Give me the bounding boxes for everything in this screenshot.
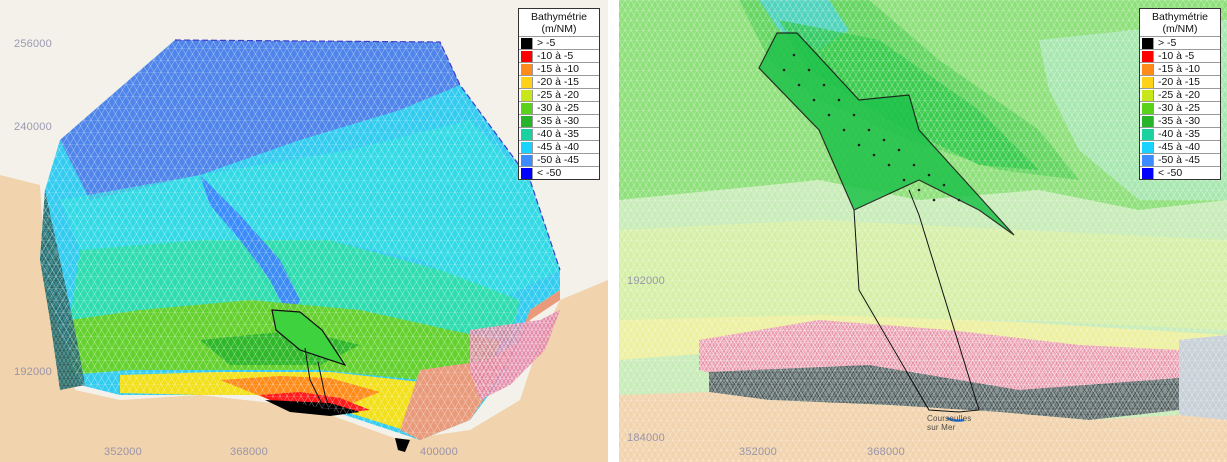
- legend-label: -10 à -5: [1158, 50, 1195, 62]
- legend-swatch: [521, 63, 533, 75]
- legend-swatch: [521, 89, 533, 101]
- legend-item: -30 à -25: [1140, 101, 1220, 114]
- legend-swatch: [1142, 128, 1154, 140]
- legend-rows: > -5-10 à -5-15 à -10-20 à -15-25 à -20-…: [519, 36, 599, 179]
- legend-label: -25 à -20: [537, 89, 580, 101]
- wind-farm-outline: [271, 309, 347, 367]
- legend-label: -10 à -5: [537, 50, 574, 62]
- legend-item: -20 à -15: [519, 75, 599, 88]
- legend-item: -40 à -35: [519, 127, 599, 140]
- legend-label: -30 à -25: [537, 102, 580, 114]
- legend-item: -15 à -10: [519, 62, 599, 75]
- legend-item: -30 à -25: [519, 101, 599, 114]
- legend-item: -25 à -20: [1140, 88, 1220, 101]
- land-area: [0, 175, 608, 462]
- river-mouth: [946, 416, 965, 422]
- legend-label: -45 à -40: [537, 141, 580, 153]
- left-bathymetry-map: 256000 240000 192000 352000 368000 40000…: [0, 0, 608, 462]
- legend-label: -50 à -45: [537, 154, 580, 166]
- legend-rows: > -5-10 à -5-15 à -10-20 à -15-25 à -20-…: [1140, 36, 1220, 179]
- legend-swatch: [1142, 63, 1154, 75]
- legend-swatch: [1142, 154, 1154, 166]
- x-grid-label: 352000: [739, 446, 777, 458]
- legend-label: -20 à -15: [1158, 76, 1201, 88]
- legend-swatch: [1142, 50, 1154, 62]
- legend-swatch: [1142, 76, 1154, 88]
- legend-item: -20 à -15: [1140, 75, 1220, 88]
- legend-item: -40 à -35: [1140, 127, 1220, 140]
- legend-swatch: [521, 102, 533, 114]
- y-grid-label: 192000: [627, 275, 665, 287]
- legend-label: -40 à -35: [1158, 128, 1201, 140]
- legend-label: -30 à -25: [1158, 102, 1201, 114]
- legend-label: -45 à -40: [1158, 141, 1201, 153]
- bathymetry-legend: Bathymétrie (m/NM) > -5-10 à -5-15 à -10…: [518, 8, 600, 180]
- legend-label: -35 à -30: [537, 115, 580, 127]
- legend-item: -50 à -45: [1140, 153, 1220, 166]
- y-grid-label: 184000: [627, 432, 665, 444]
- legend-swatch: [521, 154, 533, 166]
- legend-swatch: [521, 167, 533, 179]
- legend-swatch: [521, 76, 533, 88]
- legend-swatch: [1142, 141, 1154, 153]
- legend-item: -15 à -10: [1140, 62, 1220, 75]
- y-grid-label: 256000: [14, 38, 52, 50]
- legend-label: -50 à -45: [1158, 154, 1201, 166]
- legend-label: -15 à -10: [537, 63, 580, 75]
- legend-item: < -50: [519, 166, 599, 179]
- legend-label: -35 à -30: [1158, 115, 1201, 127]
- legend-swatch: [521, 115, 533, 127]
- wind-farm-outline: [758, 32, 1015, 236]
- legend-swatch: [521, 37, 533, 49]
- legend-label: -20 à -15: [537, 76, 580, 88]
- legend-label: < -50: [1158, 167, 1183, 179]
- y-grid-label: 240000: [14, 121, 52, 133]
- right-map-graphic: [619, 0, 1227, 462]
- legend-label: -40 à -35: [537, 128, 580, 140]
- place-label-courseulles: Courseulles sur Mer: [927, 414, 972, 432]
- legend-title: Bathymétrie (m/NM): [1151, 11, 1209, 35]
- x-grid-label: 368000: [867, 446, 905, 458]
- export-cable-route: [304, 347, 331, 411]
- legend-label: > -5: [1158, 37, 1177, 49]
- bathymetry-field: [619, 0, 1227, 462]
- legend-label: > -5: [537, 37, 556, 49]
- y-grid-label: 192000: [14, 366, 52, 378]
- legend-item: -35 à -30: [519, 114, 599, 127]
- legend-item: > -5: [519, 36, 599, 49]
- right-bathymetry-map: 192000 184000 352000 368000 Courseulles …: [619, 0, 1227, 462]
- legend-item: > -5: [1140, 36, 1220, 49]
- legend-swatch: [1142, 102, 1154, 114]
- legend-item: -10 à -5: [519, 49, 599, 62]
- bathymetry-legend: Bathymétrie (m/NM) > -5-10 à -5-15 à -10…: [1139, 8, 1221, 180]
- legend-item: -25 à -20: [519, 88, 599, 101]
- x-grid-label: 368000: [230, 446, 268, 458]
- legend-swatch: [1142, 115, 1154, 127]
- legend-item: -35 à -30: [1140, 114, 1220, 127]
- left-map-graphic: [0, 0, 608, 462]
- legend-swatch: [521, 141, 533, 153]
- legend-swatch: [1142, 89, 1154, 101]
- legend-title: Bathymétrie (m/NM): [530, 11, 588, 35]
- wind-turbine-markers: [782, 53, 961, 202]
- export-cable-route: [853, 189, 980, 413]
- legend-item: -10 à -5: [1140, 49, 1220, 62]
- legend-swatch: [1142, 37, 1154, 49]
- legend-label: < -50: [537, 167, 562, 179]
- legend-item: -45 à -40: [1140, 140, 1220, 153]
- legend-swatch: [1142, 167, 1154, 179]
- legend-swatch: [521, 50, 533, 62]
- legend-swatch: [521, 128, 533, 140]
- x-grid-label: 352000: [104, 446, 142, 458]
- legend-item: < -50: [1140, 166, 1220, 179]
- legend-label: -25 à -20: [1158, 89, 1201, 101]
- legend-label: -15 à -10: [1158, 63, 1201, 75]
- legend-item: -50 à -45: [519, 153, 599, 166]
- x-grid-label: 400000: [420, 446, 458, 458]
- legend-item: -45 à -40: [519, 140, 599, 153]
